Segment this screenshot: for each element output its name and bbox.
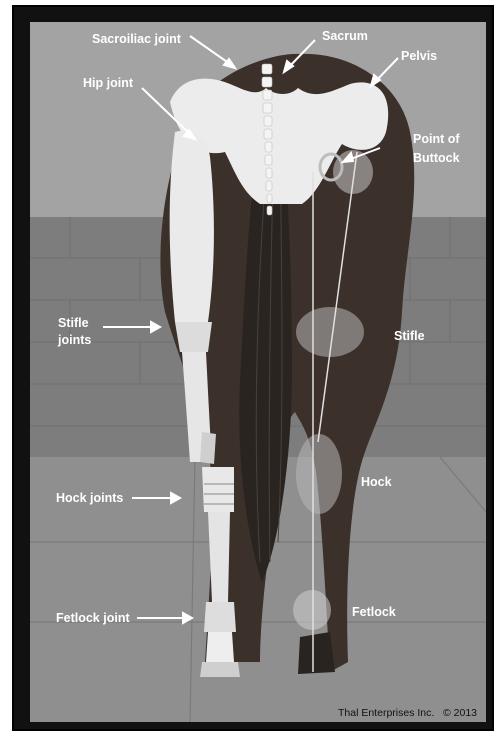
label-stifle: Stifle (394, 329, 425, 343)
stifle-bones (175, 322, 212, 352)
anatomy-diagram: Sacroiliac joint Sacrum Pelvis Hip joint… (30, 22, 486, 722)
label-fetlock: Fetlock (352, 605, 396, 619)
label-point-of-buttock-1: Point of (413, 132, 460, 146)
hock-bones (202, 467, 234, 512)
pastern-bones (206, 632, 234, 662)
right-hoof (298, 632, 335, 674)
label-stifle-joints-1: Stifle (58, 316, 89, 330)
label-sacrum: Sacrum (322, 29, 368, 43)
credit-copyright: © 2013 (443, 707, 477, 719)
horse-anatomy-photo: Sacroiliac joint Sacrum Pelvis Hip joint… (30, 22, 486, 722)
label-hock-joints: Hock joints (56, 491, 123, 505)
fetlock-highlight (293, 590, 331, 630)
label-fetlock-joint: Fetlock joint (56, 611, 130, 625)
label-point-of-buttock-2: Buttock (413, 151, 460, 165)
hock-point-bone (200, 432, 216, 464)
label-hip-joint: Hip joint (83, 76, 134, 90)
left-hoof (200, 662, 240, 677)
credit-company: Thal Enterprises Inc. (338, 707, 434, 719)
label-hock: Hock (361, 475, 392, 489)
label-stifle-joints-2: joints (57, 333, 91, 347)
label-sacroiliac-joint: Sacroiliac joint (92, 32, 182, 46)
hock-highlight (296, 434, 342, 514)
fetlock-bones (204, 602, 236, 632)
femur-bone (170, 131, 214, 322)
label-pelvis: Pelvis (401, 49, 437, 63)
